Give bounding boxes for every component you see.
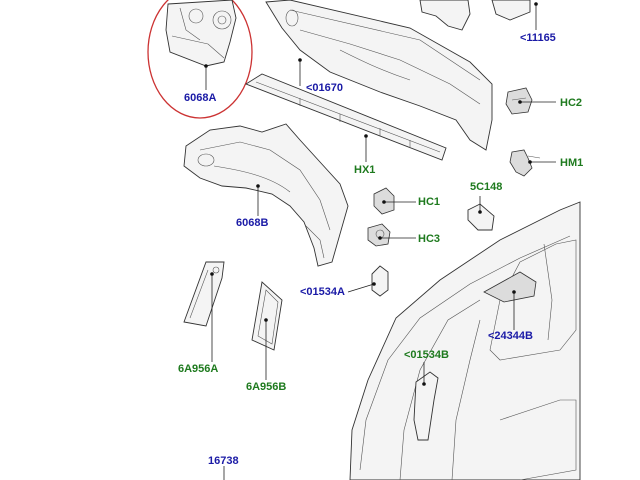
part-01534B-drawing[interactable] — [413, 371, 439, 441]
part-HC3-drawing[interactable] — [367, 223, 391, 247]
label-6A956B[interactable]: 6A956B — [246, 381, 287, 393]
part-HX1-drawing[interactable] — [244, 73, 447, 161]
part-HM1-drawing[interactable] — [509, 149, 541, 177]
label-5C148[interactable]: 5C148 — [470, 181, 503, 193]
label-01670[interactable]: <01670 — [306, 82, 344, 94]
label-11165[interactable]: <11165 — [520, 32, 556, 44]
label-01534A[interactable]: <01534A — [300, 286, 345, 298]
part-6068B-drawing[interactable] — [183, 123, 349, 267]
label-6068B[interactable]: 6068B — [236, 217, 269, 229]
label-HC2[interactable]: HC2 — [560, 97, 583, 109]
part-body-side-drawing[interactable] — [349, 201, 581, 480]
label-6068A[interactable]: 6068A — [184, 92, 217, 104]
label-HX1[interactable]: HX1 — [354, 164, 376, 176]
leader-dots — [204, 2, 538, 386]
part-01670-drawing[interactable] — [265, 0, 493, 151]
leader-lines — [205, 4, 556, 480]
part-6068A-drawing[interactable] — [165, 0, 237, 67]
label-HC1[interactable]: HC1 — [418, 196, 441, 208]
part-6A956A-drawing[interactable] — [183, 261, 225, 327]
label-HC3[interactable]: HC3 — [418, 233, 441, 245]
label-01534B[interactable]: <01534B — [404, 349, 449, 361]
part-6A956B-drawing[interactable] — [251, 281, 283, 351]
part-5C148-drawing[interactable] — [467, 203, 495, 231]
label-6A956A[interactable]: 6A956A — [178, 363, 219, 375]
label-24344B[interactable]: <24344B — [488, 330, 533, 342]
part-24344B-drawing[interactable] — [483, 271, 537, 303]
part-01534A-drawing[interactable] — [371, 265, 389, 297]
highlight-circle — [147, 0, 253, 119]
label-HM1[interactable]: HM1 — [560, 157, 584, 169]
label-16738[interactable]: 16738 — [208, 455, 239, 467]
part-top-bracket-drawing[interactable] — [419, 0, 531, 31]
